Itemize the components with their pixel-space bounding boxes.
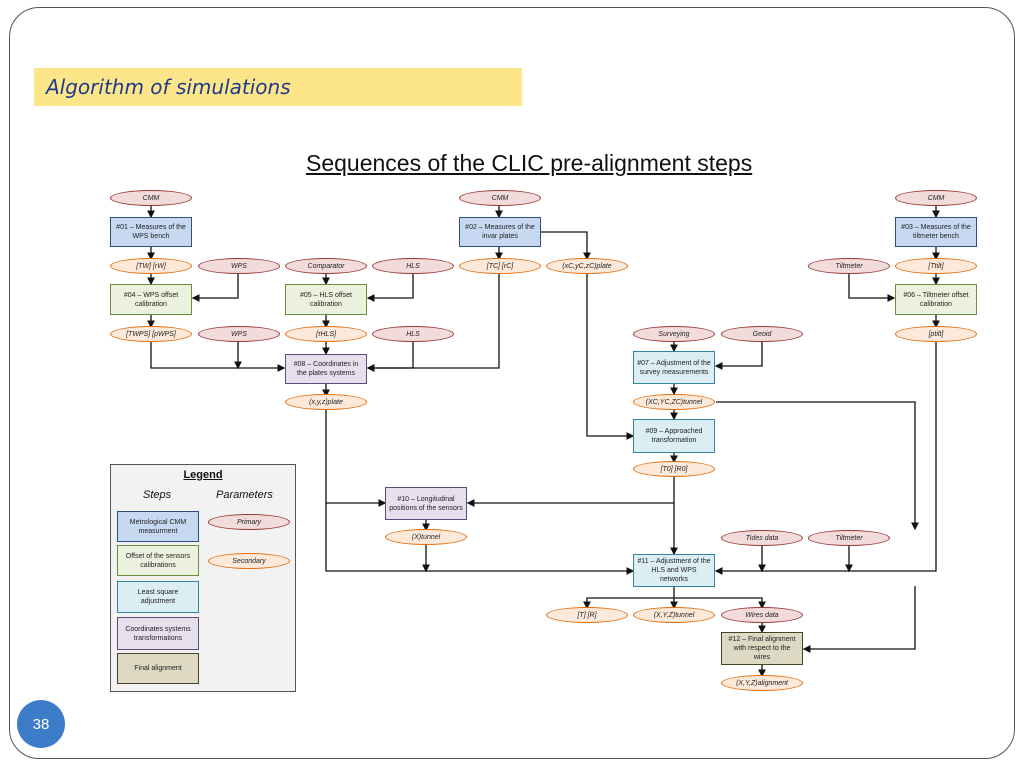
- step-09-box: #09 – Approached transformation: [633, 419, 715, 453]
- param-cmm-3: CMM: [895, 190, 977, 206]
- param-xyz-plate-c: (xC,yC,zC)plate: [546, 258, 628, 274]
- param-hls-1: HLS: [372, 258, 454, 274]
- param-twps-pwps: [TWPS] [pWPS]: [110, 326, 192, 342]
- legend-metro-swatch: Metrological CMM measurment: [117, 511, 199, 542]
- step-08-box: #08 – Coordinates in the plates systems: [285, 354, 367, 384]
- step-10-box: #10 – Longitudinal positions of the sens…: [385, 487, 467, 520]
- title-bar: Algorithm of simulations: [34, 68, 522, 106]
- param-tc-rc: [TC] [rC]: [459, 258, 541, 274]
- param-tiltmeter-1: Tiltmeter: [808, 258, 890, 274]
- step-12-box: #12 – Final alignment with respect to th…: [721, 632, 803, 665]
- param-cmm-1: CMM: [110, 190, 192, 206]
- legend-params-heading: Parameters: [216, 489, 273, 501]
- page-number-badge: 38: [17, 700, 65, 748]
- step-06-box: #06 – Tiltmeter offset calibration: [895, 284, 977, 315]
- step-03-box: #03 – Measures of the tiltmeter bench: [895, 217, 977, 247]
- param-tw-rw: [TW] [rW]: [110, 258, 192, 274]
- param-xyz-plate: (x,y,z)plate: [285, 394, 367, 410]
- step-04-box: #04 – WPS offset calibration: [110, 284, 192, 315]
- param-geoid: Geoid: [721, 326, 803, 342]
- step-11-box: #11 – Adjustment of the HLS and WPS netw…: [633, 554, 715, 587]
- legend-secondary-swatch: Secondary: [208, 553, 290, 569]
- step-07-box: #07 – Adjustment of the survey measureme…: [633, 351, 715, 384]
- param-x-tunnel: (X)tunnel: [385, 529, 467, 545]
- param-t-r: [T] [R]: [546, 607, 628, 623]
- step-01-box: #01 – Measures of the WPS bench: [110, 217, 192, 247]
- param-ttilt: [Ttilt]: [895, 258, 977, 274]
- diagram-subtitle: Sequences of the CLIC pre-alignment step…: [306, 150, 753, 176]
- legend-title: Legend: [183, 469, 223, 481]
- param-cmm-2: CMM: [459, 190, 541, 206]
- param-xyz-alignment: (X,Y,Z)alignment: [721, 675, 803, 691]
- param-ptilt: [ptilt]: [895, 326, 977, 342]
- legend-final-swatch: Final alignment: [117, 653, 199, 684]
- param-surveying: Surveying: [633, 326, 715, 342]
- param-wires-data: Wires data: [721, 607, 803, 623]
- legend-offset-swatch: Offset of the sensors calibrations: [117, 545, 199, 576]
- param-wps-2: WPS: [198, 326, 280, 342]
- legend-lsq-swatch: Least square adjustment: [117, 581, 199, 613]
- param-xyz-tunnel: (X,Y,Z)tunnel: [633, 607, 715, 623]
- param-t0-r0: [T0] [R0]: [633, 461, 715, 477]
- legend-panel: Legend Steps Parameters Metrological CMM…: [110, 464, 296, 692]
- slide-title: Algorithm of simulations: [46, 75, 291, 99]
- param-tiltmeter-2: Tiltmeter: [808, 530, 890, 546]
- param-xyz-tunnel-c: (XC,YC,ZC)tunnel: [633, 394, 715, 410]
- step-05-box: #05 – HLS offset calibration: [285, 284, 367, 315]
- param-comparator: Comparator: [285, 258, 367, 274]
- legend-coord-swatch: Coordinates systems transformations: [117, 617, 199, 650]
- legend-primary-swatch: Primary: [208, 514, 290, 530]
- param-hls-2: HLS: [372, 326, 454, 342]
- legend-steps-heading: Steps: [143, 489, 172, 501]
- param-tau-hls: [τHLS]: [285, 326, 367, 342]
- param-wps-1: WPS: [198, 258, 280, 274]
- step-02-box: #02 – Measures of the invar plates: [459, 217, 541, 247]
- param-tides-data: Tides data: [721, 530, 803, 546]
